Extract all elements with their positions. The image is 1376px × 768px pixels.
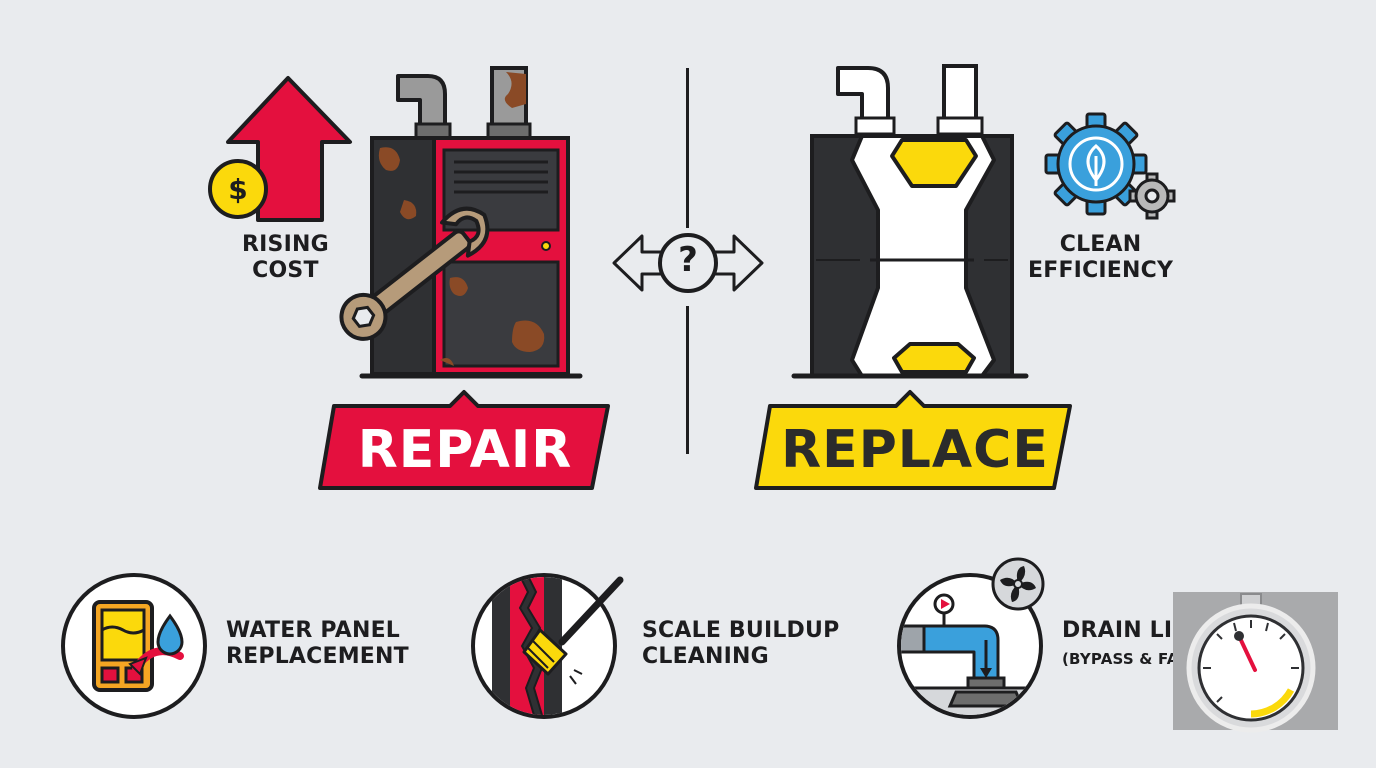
efficiency-gear-leaf-icon xyxy=(1044,112,1176,220)
svg-text:$: $ xyxy=(228,173,247,206)
rising-cost-label: RISING COST xyxy=(242,232,329,284)
divider-top xyxy=(686,68,689,228)
service-label-drain-line: DRAIN LIN (BYPASS & FA xyxy=(1062,618,1191,669)
divider-bottom xyxy=(686,306,689,454)
new-furnace-icon xyxy=(791,64,1029,379)
clean-efficiency-label: CLEAN EFFICIENCY xyxy=(1028,232,1174,284)
service-label-scale-cleaning: SCALE BUILDUP CLEANING xyxy=(642,618,840,670)
replace-banner: REPLACE xyxy=(754,390,1074,490)
service-label-water-panel: WATER PANEL REPLACEMENT xyxy=(226,618,409,670)
compare-arrows-icon xyxy=(612,233,764,293)
replace-label: REPLACE xyxy=(781,420,1049,480)
repair-label: REPAIR xyxy=(357,420,573,480)
drain-line-icon xyxy=(897,557,1045,719)
repair-banner: REPAIR xyxy=(318,390,610,490)
scale-cleaning-icon xyxy=(471,573,624,719)
wrench-icon xyxy=(339,206,490,341)
dollar-coin-icon: $ xyxy=(208,159,268,219)
question-mark: ? xyxy=(678,240,698,280)
water-panel-icon xyxy=(61,573,207,719)
stopwatch-gauge-icon xyxy=(1186,593,1316,733)
